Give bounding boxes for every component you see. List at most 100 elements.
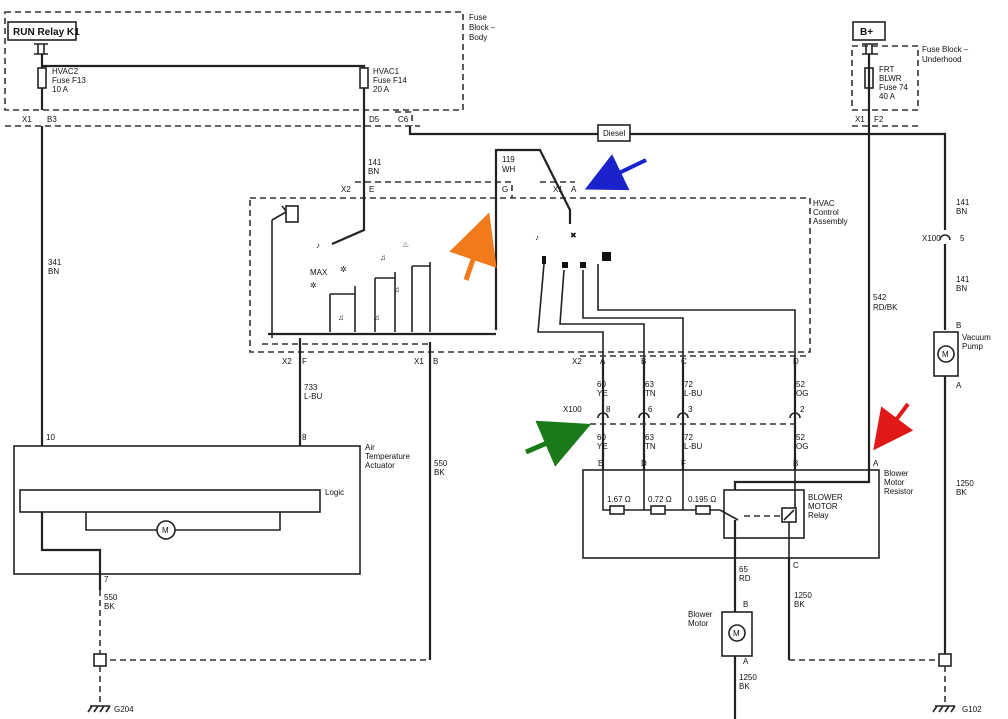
wire-diesel-left [408, 126, 600, 136]
wire-72b-num: 72 [684, 433, 693, 442]
wire-141c-color: BN [956, 284, 967, 293]
resistor-2-value: 0.72 Ω [648, 495, 672, 504]
relay-switch-icon [719, 509, 739, 521]
wire-72b-color: L-BU [684, 442, 702, 451]
wire-141-hvac [331, 110, 366, 246]
wire-119-color: WH [502, 165, 516, 174]
wire-542-color: RD/BK [873, 303, 898, 312]
resistor-3-icon [695, 505, 711, 515]
wire-65-num: 65 [739, 565, 748, 574]
vac-pin-a: A [956, 381, 962, 390]
resistor-3-value: 0.195 Ω [688, 495, 716, 504]
bplus-contact-icon [862, 43, 878, 55]
wire-52a-num: 52 [796, 380, 805, 389]
wire-fan-speeds [601, 360, 797, 470]
blue-arrow-icon [584, 154, 647, 191]
actuator-motor-symbol: M [162, 526, 169, 535]
wire-63b-num: 63 [645, 433, 654, 442]
fuse-f14-icon [359, 67, 369, 89]
run-relay-label: RUN Relay K1 [13, 27, 80, 38]
wire-52b-num: 52 [796, 433, 805, 442]
blower-motor-label-line2: Motor [688, 619, 709, 628]
pin-7: 7 [104, 575, 109, 584]
fuse-block-body-line1: Fuse [469, 13, 487, 22]
mode-switch-links [330, 265, 430, 295]
resistor-label-line2: Motor [884, 478, 905, 487]
res-pin-a: A [873, 459, 879, 468]
blower-motor-symbol: M [733, 629, 740, 638]
fuse-f14-line2: Fuse F14 [373, 76, 407, 85]
wire-1250a-color: BK [739, 682, 750, 691]
relay-label-line1: BLOWER [808, 493, 843, 502]
relay-coil-wires [788, 470, 796, 558]
panel-vent-icon: ♫ [338, 313, 344, 322]
blower-motor-icon [728, 624, 746, 642]
ground-g102-label: G102 [962, 705, 982, 714]
wire-actuator-gnd [40, 512, 102, 590]
fan-speed-3 [580, 262, 586, 268]
conn-x1-bot: X1 [414, 357, 424, 366]
wire-141b-num: 141 [956, 198, 970, 207]
fan-icon: ✖ [570, 231, 577, 240]
hvac-control-outline [249, 197, 811, 353]
vacuum-pump-icon [937, 345, 955, 363]
wire-1250b-color: BK [794, 600, 805, 609]
ground-dash-left [99, 590, 430, 661]
wire-fan-d [597, 264, 796, 360]
resistor-2-icon [650, 505, 666, 515]
fuse-74-line1: FRT [879, 65, 895, 74]
wire-119-num: 119 [502, 155, 515, 164]
wire-341-color: BN [48, 267, 59, 276]
hvac-assembly-line2: Control [813, 208, 839, 217]
conn-f2: F2 [874, 115, 884, 124]
blower-motor-label-line1: Blower [688, 610, 713, 619]
ground-g204-label: G204 [114, 705, 134, 714]
wire-141a-num: 141 [368, 158, 382, 167]
wire-60a-num: 60 [597, 380, 606, 389]
actuator-motor-bracket [85, 512, 281, 531]
actuator-label-line2: Temperature [365, 452, 410, 461]
snowflake-icon: ✲ [340, 265, 347, 274]
temp-pot-box [285, 205, 299, 223]
wire-1250c-color: BK [956, 488, 967, 497]
wire-fan-c [582, 270, 684, 360]
fan-switch-icon: ♪ [535, 233, 539, 242]
wire-1250b-num: 1250 [794, 591, 812, 600]
conn-x1-right: X1 [855, 115, 865, 124]
conn-x1-left: X1 [22, 115, 32, 124]
x100-mid-connector-icon [597, 412, 801, 419]
resistor-1-icon [609, 505, 625, 515]
wire-60b-color: YE [597, 442, 608, 451]
conn-c6: C6 [398, 115, 409, 124]
mode-switch-icon: ♪ [316, 241, 320, 250]
wire-141c-num: 141 [956, 275, 970, 284]
vent-icon: ♫ [380, 253, 386, 262]
resistor-chain [602, 470, 720, 511]
wire-72a-color: L-BU [684, 389, 702, 398]
conn-e-top: E [369, 185, 374, 194]
red-arrow-icon [873, 402, 914, 451]
fan-speed-2 [562, 262, 568, 268]
res-pin-b: B [793, 459, 798, 468]
pin-6: 6 [648, 405, 653, 414]
relay-label-line2: MOTOR [808, 502, 838, 511]
fuse-block-body-line2: Block – [469, 23, 496, 32]
wire-63b-color: TN [645, 442, 656, 451]
wire-119-loop [494, 148, 572, 330]
fuse-74-line2: BLWR [879, 74, 902, 83]
relay-label-line3: Relay [808, 511, 828, 520]
res-pin-f: F [681, 459, 686, 468]
fuse-block-body-line3: Body [469, 33, 487, 42]
vacuum-pump-label-line1: Vacuum [962, 333, 991, 342]
relay-coil-slash [783, 509, 795, 521]
relay-pin-c: C [793, 561, 799, 570]
conn-c6-dash [395, 111, 413, 126]
orange-arrow-icon [449, 212, 497, 281]
wire-52b-color: OG [796, 442, 808, 451]
fuse-74-line4: 40 A [879, 92, 896, 101]
conn-x1-top: X1 [553, 185, 563, 194]
vacuum-pump-label-line2: Pump [962, 342, 983, 351]
blower-motor-box [721, 611, 753, 657]
wire-550a-num: 550 [434, 459, 448, 468]
conn-d5: D5 [369, 115, 380, 124]
